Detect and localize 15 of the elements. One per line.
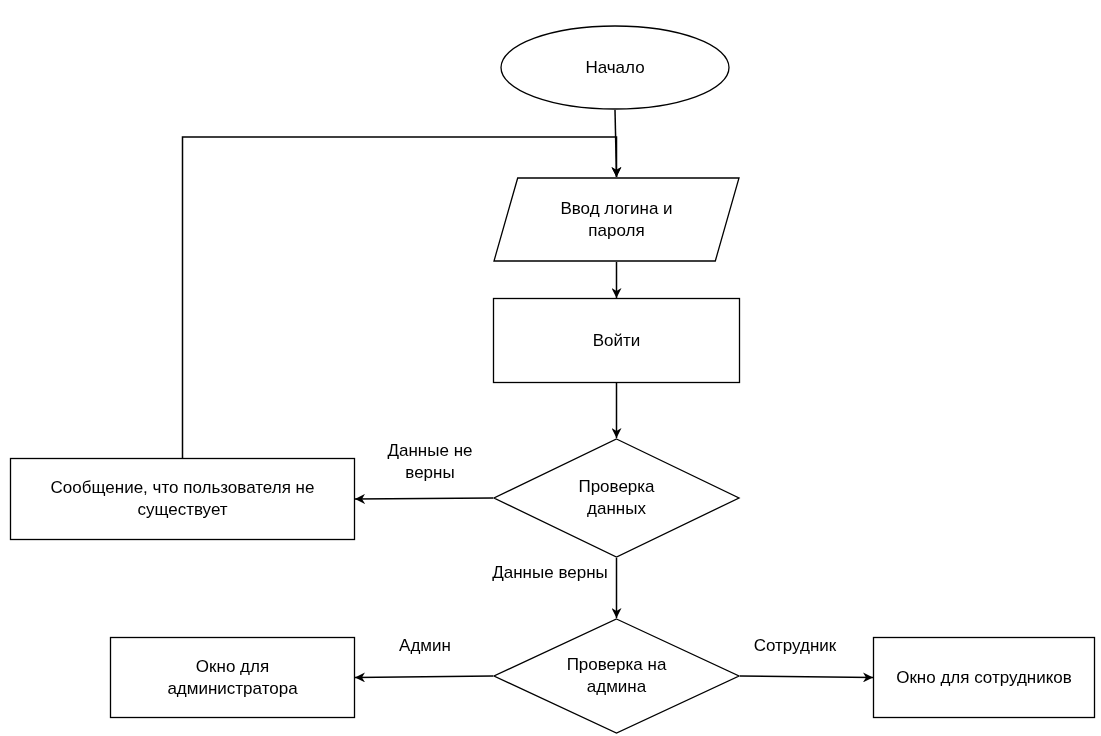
node-label: Ввод логина и пароля — [559, 197, 674, 242]
node-label: Начало — [585, 56, 645, 79]
arrow — [611, 557, 622, 619]
arrow — [181, 136, 622, 459]
node-label: Войти — [592, 329, 641, 352]
arrow — [354, 672, 494, 683]
node-label: Проверка на админа — [565, 654, 668, 698]
arrow — [739, 672, 874, 683]
arrow — [354, 493, 494, 504]
arrow — [611, 382, 622, 439]
node-label: Окно для администратора — [166, 655, 299, 700]
node-label: Сообщение, что пользователя не существует — [49, 477, 316, 521]
arrow — [611, 261, 622, 299]
node-label: Окно для сотрудников — [896, 666, 1072, 689]
node-label: Проверка данных — [577, 476, 656, 520]
